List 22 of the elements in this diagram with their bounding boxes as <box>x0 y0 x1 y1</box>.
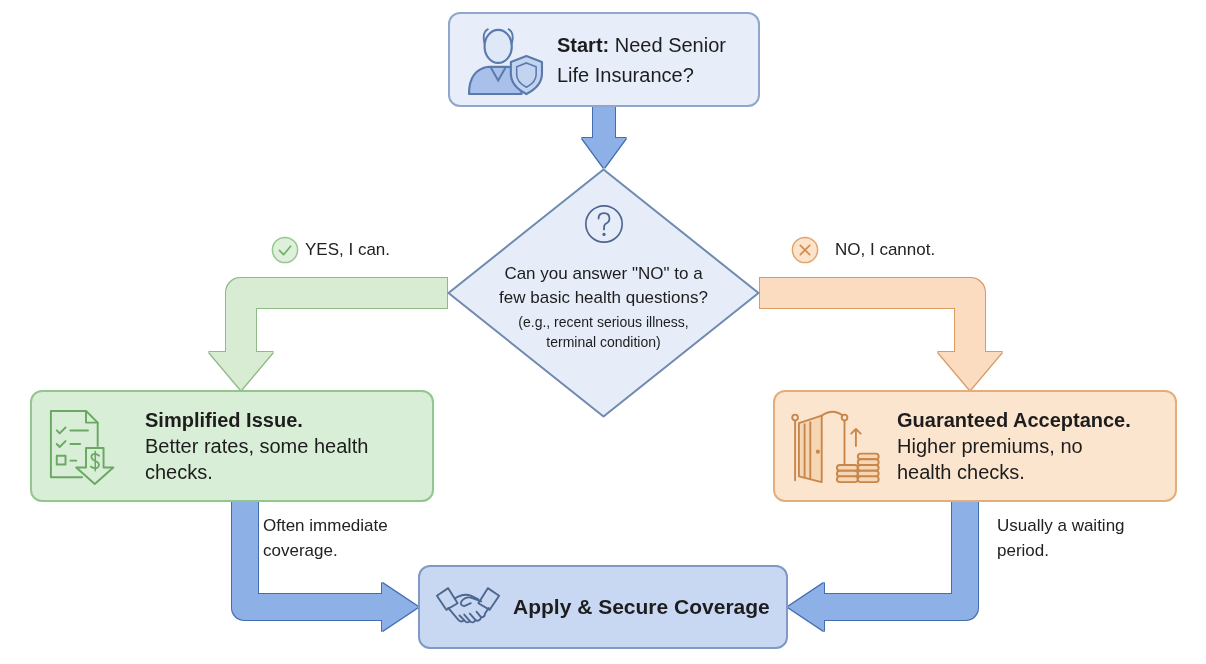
question-text: Can you answer "NO" to a few basic health questions? <box>498 263 709 309</box>
start-box <box>448 12 760 107</box>
arrow <box>788 502 978 631</box>
arrow <box>209 278 447 390</box>
node-heading: Guaranteed Acceptance. <box>897 408 1132 433</box>
node-text: Higher premiums, no health checks. <box>897 434 1084 485</box>
arrow <box>760 278 1002 390</box>
arrow <box>232 502 418 631</box>
arrow <box>582 107 626 168</box>
edge-label: YES, I can. <box>305 239 392 261</box>
decision-diamond <box>447 168 760 418</box>
outcome-box <box>773 390 1177 502</box>
note-text: (e.g., recent serious illness, terminal condition) <box>517 313 690 352</box>
node-heading: Simplified Issue. <box>145 408 304 433</box>
edge-label: NO, I cannot. <box>835 239 937 261</box>
node-text: Better rates, some health checks. <box>145 434 370 485</box>
outcome-box <box>30 390 434 502</box>
end-box <box>418 565 788 649</box>
node-text: Apply & Secure Coverage <box>513 594 771 620</box>
edge-label: Often immediate coverage. <box>263 515 389 562</box>
edge-label: Usually a waiting period. <box>997 515 1126 562</box>
node-text: Start: Need Senior Life Insurance? <box>557 32 727 88</box>
